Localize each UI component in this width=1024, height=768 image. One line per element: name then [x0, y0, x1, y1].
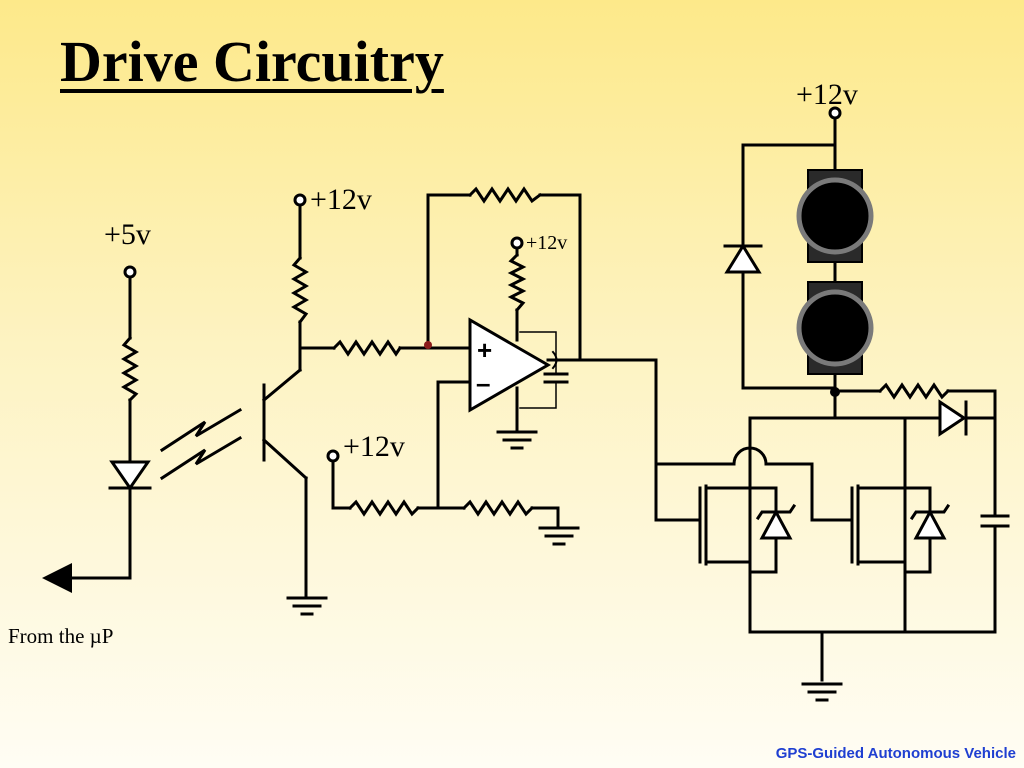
motor-stage [723, 106, 1010, 634]
label-input-source: From the µP [8, 624, 114, 648]
label-12v-motor: +12v [796, 78, 858, 111]
motor-lower [796, 281, 874, 375]
light-ray-top [159, 407, 243, 453]
resistor-led [121, 335, 139, 403]
footer-text: GPS-Guided Autonomous Vehicle [775, 745, 1016, 762]
opamp-plus-sign: + [477, 335, 492, 365]
resistor-snubber [877, 382, 951, 400]
resistor-collector [291, 255, 309, 325]
resistor-divider-top [347, 499, 421, 517]
opamp-minus-sign: – [476, 368, 490, 398]
ground-opamp [496, 430, 538, 450]
flyback-diode [724, 243, 762, 274]
ground-mosfet [801, 682, 843, 702]
label-12v-opamp: +12v [526, 232, 568, 254]
resistor-feedback [467, 186, 543, 204]
ground-transistor [286, 596, 328, 616]
led-diode [109, 460, 151, 491]
label-12v-transistor: +12v [310, 183, 372, 216]
mosfet-left [698, 484, 797, 634]
input-led-branch [42, 265, 243, 593]
slide-title: Drive Circuitry [60, 29, 444, 94]
opamp-stage [426, 186, 658, 510]
resistor-opamp-supply [507, 252, 527, 313]
zener-diode-left [759, 508, 793, 540]
label-5v: +5v [104, 218, 151, 251]
ground-divider [538, 526, 580, 546]
mosfet-right [850, 416, 951, 634]
voltage-divider [326, 449, 580, 546]
mosfet-stage [654, 358, 997, 702]
resistor-divider-bottom [461, 499, 535, 517]
label-12v-divider: +12v [343, 430, 405, 463]
diode-snubber [938, 399, 967, 437]
motor-upper [796, 169, 874, 263]
zener-diode-right [913, 508, 947, 540]
resistor-input [331, 339, 403, 357]
light-ray-bottom [159, 435, 243, 481]
opamp [468, 317, 552, 413]
phototransistor-stage [261, 193, 472, 616]
